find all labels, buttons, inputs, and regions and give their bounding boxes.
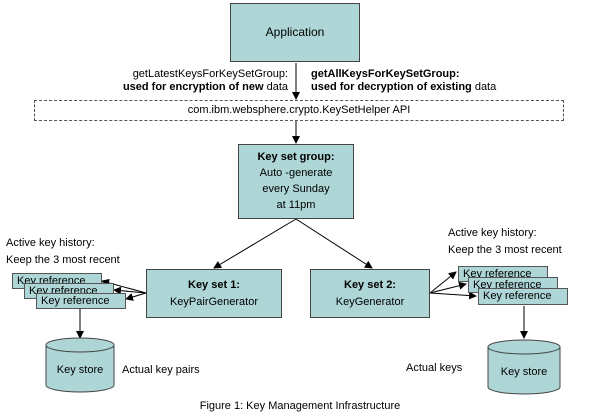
left-store-caption: Actual key pairs <box>122 364 200 376</box>
key-set-group-title: Key set group: <box>257 151 335 163</box>
arrow-keyset2-to-ref3 <box>429 291 477 300</box>
left-key-store-cylinder <box>45 337 115 393</box>
right-history-title: Active key history: <box>448 227 537 239</box>
right-key-reference-front: Key reference <box>478 288 568 305</box>
arrow-keyset1-to-ref3 <box>125 292 147 301</box>
left-history-rule: Keep the 3 most recent <box>6 254 120 266</box>
arrow-keyset1-to-ref2 <box>113 286 147 295</box>
key-set-group-line-3: at 11pm <box>276 199 316 211</box>
api-box: com.ibm.websphere.crypto.KeySetHelper AP… <box>34 100 564 121</box>
key-set-group-line-2: every Sunday <box>262 183 330 195</box>
key-set-1-generator: KeyPairGenerator <box>169 295 259 308</box>
application-box: Application <box>230 3 360 62</box>
key-set-2-box: Key set 2: KeyGenerator <box>310 269 430 318</box>
key-set-2-title: Key set 2: <box>344 278 396 291</box>
right-call-description: used for decryption of existing data <box>311 81 497 93</box>
arrow-keyset2-to-ref1 <box>429 271 457 294</box>
right-key-store-label: Key store <box>500 366 548 378</box>
right-history-label: Active key history: Keep the 3 most rece… <box>448 225 562 259</box>
key-set-2-generator: KeyGenerator <box>335 295 405 308</box>
left-call-method: getLatestKeysForKeySetGroup: <box>132 68 288 80</box>
right-call-method: getAllKeysForKeySetGroup: <box>311 68 460 80</box>
left-call-label: getLatestKeysForKeySetGroup: used for en… <box>118 68 288 94</box>
arrow-group-to-keyset1 <box>213 218 297 269</box>
left-history-label: Active key history: Keep the 3 most rece… <box>6 235 120 269</box>
left-history-title: Active key history: <box>6 237 95 249</box>
key-set-group-line-1: Auto -generate <box>259 167 333 179</box>
left-key-store-label: Key store <box>56 364 104 376</box>
right-key-store-cylinder <box>487 339 561 395</box>
right-store-caption: Actual keys <box>406 362 463 374</box>
key-set-1-box: Key set 1: KeyPairGenerator <box>146 269 282 318</box>
arrow-group-to-keyset2 <box>295 218 373 269</box>
left-key-reference-front: Key reference <box>36 293 126 309</box>
key-set-1-title: Key set 1: <box>188 278 240 291</box>
api-label: com.ibm.websphere.crypto.KeySetHelper AP… <box>187 104 411 116</box>
left-call-description: used for encryption of new data <box>122 81 288 93</box>
right-call-label: getAllKeysForKeySetGroup: used for decry… <box>311 68 496 94</box>
application-label: Application <box>265 25 325 39</box>
key-set-group-box: Key set group: Auto -generate every Sund… <box>238 144 354 219</box>
figure-caption: Figure 1: Key Management Infrastructure <box>199 400 401 412</box>
arrow-keyset2-to-ref2 <box>429 281 467 294</box>
right-history-rule: Keep the 3 most recent <box>448 244 562 256</box>
